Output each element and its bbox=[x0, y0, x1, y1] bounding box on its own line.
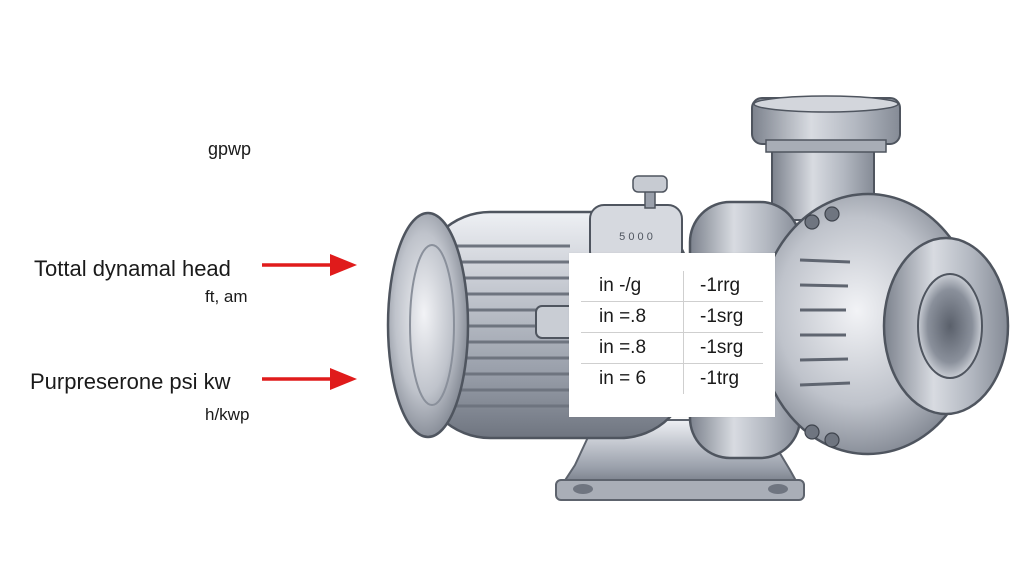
power-arrow-icon bbox=[330, 368, 357, 390]
power-unit-label: h/kwp bbox=[205, 405, 250, 424]
table-cell: -1trg bbox=[700, 368, 740, 389]
annotation-arrows bbox=[262, 254, 357, 390]
table-cell: -1srg bbox=[683, 332, 763, 364]
spec-table-panel: in -/g -1rrg in =.8 -1srg in =.8 -1srg i… bbox=[569, 253, 775, 417]
table-row: in =.8 -1srg bbox=[581, 301, 763, 333]
head-unit-label: ft, am bbox=[205, 287, 248, 306]
motor-plate-text: 5 0 0 0 bbox=[619, 231, 653, 243]
spec-table: in -/g -1rrg in =.8 -1srg in =.8 -1srg i… bbox=[581, 271, 763, 394]
table-row: in = 6 -1trg bbox=[581, 363, 763, 394]
total-dynamic-head-label: Tottal dynamal head bbox=[34, 256, 231, 281]
flow-unit-label: gpwp bbox=[208, 139, 252, 159]
table-row: in -/g -1rrg bbox=[581, 271, 763, 302]
table-cell: in -/g bbox=[581, 271, 684, 302]
table-cell: in = 6 bbox=[581, 363, 684, 394]
table-cell: -1srg bbox=[683, 301, 763, 333]
table-cell: in =.8 bbox=[581, 301, 684, 333]
head-arrow-icon bbox=[330, 254, 357, 276]
table-cell: -1rrg bbox=[683, 271, 763, 302]
table-cell: in =.8 bbox=[581, 332, 684, 364]
power-label: Purpreserone psi kw bbox=[30, 369, 231, 394]
table-row: in =.8 -1srg bbox=[581, 332, 763, 364]
outlet-nozzle bbox=[751, 95, 901, 221]
volute-ribs bbox=[799, 258, 851, 387]
flange-bolts bbox=[804, 206, 840, 448]
